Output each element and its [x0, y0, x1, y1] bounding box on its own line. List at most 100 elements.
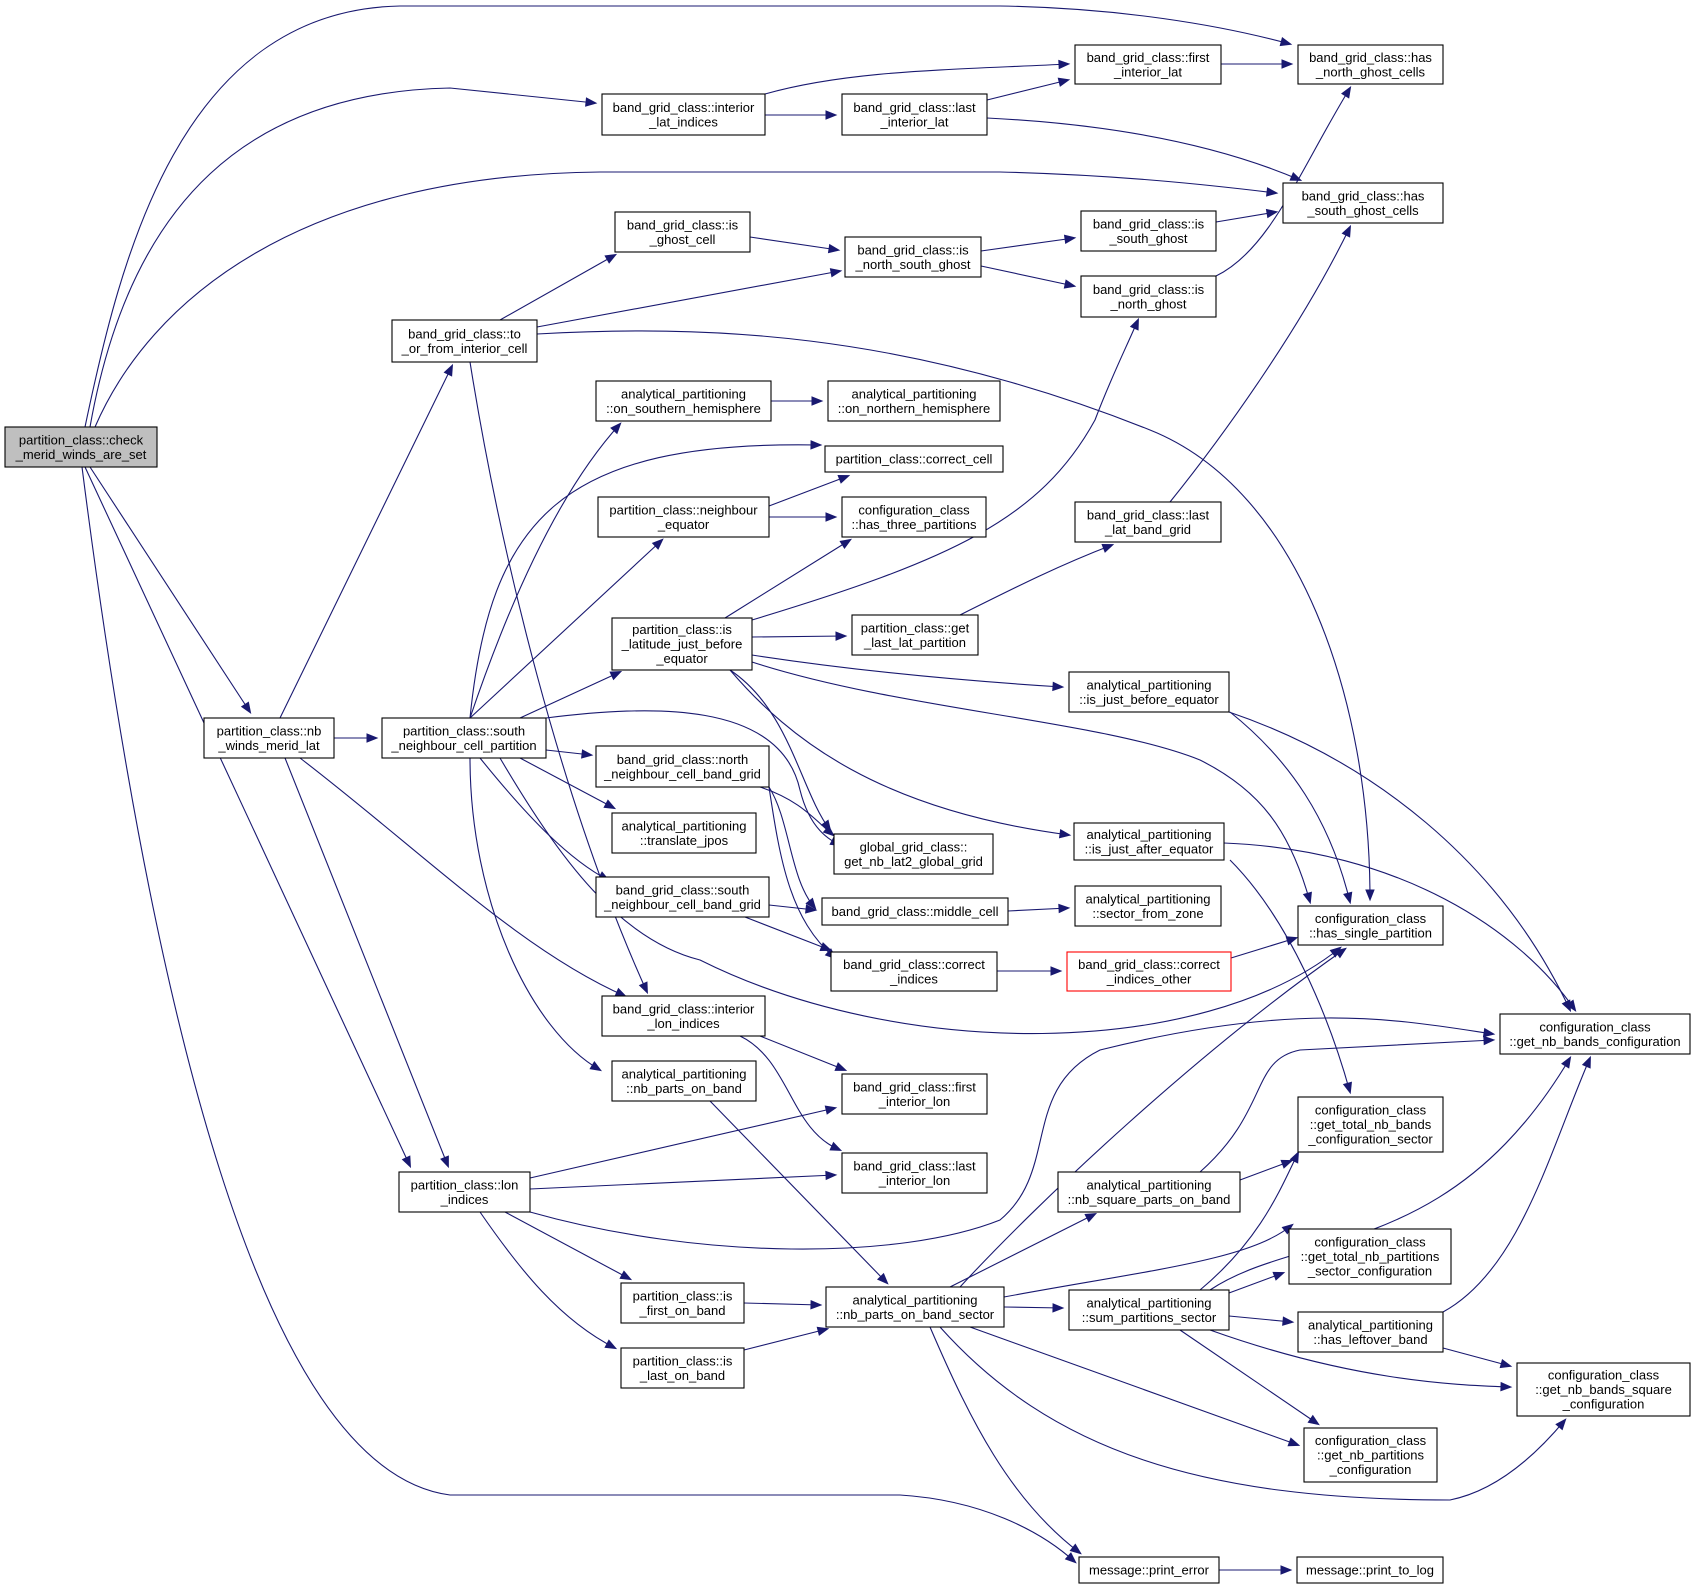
node-get-nb-lat2[interactable]: global_grid_class::get_nb_lat2_global_gr…	[833, 833, 994, 875]
node-label: _lon_indices	[646, 1016, 720, 1031]
node-is-just-after-eq[interactable]: analytical_partitioning::is_just_after_e…	[1073, 822, 1225, 861]
node-nb-parts-sector[interactable]: analytical_partitioning::nb_parts_on_ban…	[825, 1286, 1005, 1328]
node-neighbour-eq[interactable]: partition_class::neighbour_equator	[597, 496, 770, 538]
node-label: band_grid_class::north	[617, 752, 749, 767]
node-on-north-hemi[interactable]: analytical_partitioning::on_northern_hem…	[827, 380, 1001, 422]
node-translate-jpos[interactable]: analytical_partitioning::translate_jpos	[611, 812, 757, 854]
node-label: partition_class::is	[632, 622, 732, 637]
node-label: analytical_partitioning	[851, 386, 976, 401]
edge-interior_lon-to-first_interior_lon	[759, 1035, 848, 1071]
edge-north_neighbour_bg-to-correct_indices	[768, 786, 837, 960]
edge-on_south_hemi-to-on_north_hemi	[771, 396, 824, 406]
node-label: ::nb_parts_on_band_sector	[836, 1307, 995, 1322]
node-correct-cell[interactable]: partition_class::correct_cell	[824, 445, 1004, 473]
node-interior-lat[interactable]: band_grid_class::interior_lat_indices	[601, 93, 766, 136]
node-first-interior-lat[interactable]: band_grid_class::first_interior_lat	[1074, 44, 1222, 85]
node-last-lat-band-grid[interactable]: band_grid_class::last_lat_band_grid	[1074, 501, 1222, 543]
node-last-interior-lon[interactable]: band_grid_class::last_interior_lon	[841, 1152, 988, 1194]
node-on-south-hemi[interactable]: analytical_partitioning::on_southern_hem…	[595, 380, 772, 422]
node-label: analytical_partitioning	[1086, 677, 1211, 692]
node-first-interior-lon[interactable]: band_grid_class::first_interior_lon	[841, 1073, 988, 1115]
node-nb-parts-on-band[interactable]: analytical_partitioning::nb_parts_on_ban…	[611, 1060, 757, 1102]
node-get-nb-parts-conf[interactable]: configuration_class::get_nb_partitions_c…	[1303, 1427, 1438, 1483]
node-root[interactable]: partition_class::check_merid_winds_are_s…	[4, 426, 158, 468]
node-lon-indices[interactable]: partition_class::lon_indices	[398, 1171, 531, 1213]
node-label: ::get_nb_partitions	[1317, 1448, 1424, 1463]
node-label: ::get_total_nb_partitions	[1301, 1249, 1440, 1264]
node-label: _interior_lon	[878, 1094, 951, 1109]
node-is-ns-ghost[interactable]: band_grid_class::is_north_south_ghost	[844, 236, 982, 278]
edge-south_neighbour_part-to-translate_jpos	[519, 757, 617, 810]
node-last-interior-lat[interactable]: band_grid_class::last_interior_lat	[841, 93, 988, 136]
node-label: ::is_just_before_equator	[1079, 692, 1219, 707]
node-label: _configuration	[1329, 1462, 1412, 1477]
node-label: band_grid_class::correct	[1078, 957, 1220, 972]
node-label: partition_class::correct_cell	[836, 452, 993, 467]
edge-last_lat_band_grid-to-has_south	[1169, 224, 1352, 503]
node-correct-indices-other[interactable]: band_grid_class::correct_indices_other	[1066, 951, 1232, 992]
node-is-first-on-band[interactable]: partition_class::is_first_on_band	[620, 1282, 745, 1324]
node-south-neighbour-part[interactable]: partition_class::south_neighbour_cell_pa…	[381, 717, 547, 759]
edge-south_neighbour_bg-to-correct_indices	[744, 916, 833, 951]
edge-lon_indices-to-is_first_on_band	[504, 1211, 633, 1281]
node-label: band_grid_class::last	[853, 1158, 976, 1173]
node-print-error[interactable]: message::print_error	[1078, 1556, 1220, 1584]
node-has-leftover[interactable]: analytical_partitioning::has_leftover_ba…	[1297, 1311, 1444, 1353]
edge-nb_parts_sector-to-sum_parts_sector	[1003, 1303, 1065, 1313]
node-label: band_grid_class::south	[616, 882, 750, 897]
node-label: _north_south_ghost	[855, 257, 971, 272]
node-middle-cell[interactable]: band_grid_class::middle_cell	[821, 897, 1009, 926]
node-label: _north_ghost	[1110, 296, 1187, 311]
node-has-south[interactable]: band_grid_class::has_south_ghost_cells	[1282, 182, 1444, 224]
node-is-last-on-band[interactable]: partition_class::is_last_on_band	[620, 1347, 745, 1389]
node-nb-winds[interactable]: partition_class::nb_winds_merid_lat	[203, 717, 335, 759]
edge-get_last_lat_part-to-last_lat_band_grid	[959, 544, 1115, 616]
node-to-or-from[interactable]: band_grid_class::to_or_from_interior_cel…	[391, 319, 538, 363]
node-label: analytical_partitioning	[852, 1292, 977, 1307]
node-label: band_grid_class::is	[627, 217, 739, 232]
node-label: ::sum_partitions_sector	[1082, 1310, 1217, 1325]
node-label: _last_lat_partition	[863, 635, 966, 650]
edge-last_interior_lat-to-first_interior_lat	[986, 77, 1071, 101]
node-label: message::print_error	[1089, 1563, 1210, 1578]
node-has-three[interactable]: configuration_class::has_three_partition…	[841, 496, 987, 538]
node-is-ghost[interactable]: band_grid_class::is_ghost_cell	[614, 211, 751, 253]
node-north-neighbour-bg[interactable]: band_grid_class::north_neighbour_cell_ba…	[595, 745, 770, 788]
node-is-south-ghost[interactable]: band_grid_class::is_south_ghost	[1080, 210, 1217, 252]
node-interior-lon[interactable]: band_grid_class::interior_lon_indices	[601, 995, 766, 1037]
node-label: analytical_partitioning	[1086, 1177, 1211, 1192]
node-label: band_grid_class::first	[1087, 50, 1210, 65]
node-label: band_grid_class::middle_cell	[832, 904, 999, 919]
node-label: _interior_lon	[878, 1173, 951, 1188]
node-is-lat-before-eq[interactable]: partition_class::is_latitude_just_before…	[611, 617, 753, 671]
node-get-total-nb-bands-sector[interactable]: configuration_class::get_total_nb_bands_…	[1297, 1096, 1444, 1153]
node-label: _last_on_band	[639, 1368, 725, 1383]
node-print-to-log[interactable]: message::print_to_log	[1296, 1556, 1444, 1584]
node-label: ::has_leftover_band	[1313, 1332, 1427, 1347]
node-label: global_grid_class::	[860, 839, 968, 854]
node-sector-from-zone[interactable]: analytical_partitioning::sector_from_zon…	[1074, 885, 1222, 927]
node-label: _lat_indices	[648, 114, 718, 129]
edge-nb_parts_sector-to-nb_square_parts	[949, 1212, 1098, 1288]
node-label: _indices	[889, 971, 938, 986]
node-label: get_nb_lat2_global_grid	[844, 854, 983, 869]
edge-north_neighbour_bg-to-get_nb_lat2	[759, 786, 835, 837]
node-south-neighbour-bg[interactable]: band_grid_class::south_neighbour_cell_ba…	[595, 876, 770, 918]
node-nb-square-parts[interactable]: analytical_partitioning::nb_square_parts…	[1057, 1171, 1241, 1213]
edge-nb_winds-to-south_neighbour_part	[334, 733, 379, 743]
edge-correct_indices-to-correct_indices_other	[997, 966, 1063, 976]
node-correct-indices[interactable]: band_grid_class::correct_indices	[830, 951, 998, 992]
node-has-north[interactable]: band_grid_class::has_north_ghost_cells	[1297, 44, 1444, 85]
node-get-nb-bands-conf[interactable]: configuration_class::get_nb_bands_config…	[1499, 1013, 1691, 1055]
node-label: _equator	[655, 651, 708, 666]
node-get-total-nb-parts-sector[interactable]: configuration_class::get_total_nb_partit…	[1288, 1228, 1452, 1285]
node-has-single[interactable]: configuration_class::has_single_partitio…	[1297, 905, 1444, 946]
node-get-nb-bands-square[interactable]: configuration_class::get_nb_bands_square…	[1516, 1362, 1691, 1417]
edge-is_north_ghost-to-has_north	[1215, 85, 1352, 277]
node-is-just-before-eq[interactable]: analytical_partitioning::is_just_before_…	[1068, 671, 1230, 713]
node-label: band_grid_class::interior	[613, 1001, 755, 1016]
node-is-north-ghost[interactable]: band_grid_class::is_north_ghost	[1080, 275, 1217, 318]
node-sum-parts-sector[interactable]: analytical_partitioning::sum_partitions_…	[1068, 1289, 1230, 1331]
node-get-last-lat-part[interactable]: partition_class::get_last_lat_partition	[851, 614, 979, 656]
node-label: band_grid_class::is	[1093, 216, 1205, 231]
